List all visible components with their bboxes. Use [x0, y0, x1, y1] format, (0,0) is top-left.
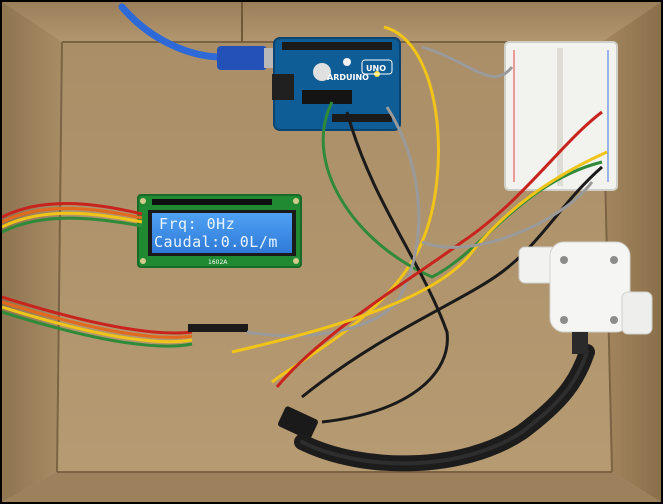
lcd-line-2: Caudal:0.0L/m — [154, 233, 278, 251]
wire-red — [275, 110, 603, 388]
lcd-module: Frq: 0Hz Caudal:0.0L/m 1602A — [137, 194, 302, 268]
arduino-brand-label: ARDUINO — [327, 73, 369, 82]
jumper-header — [188, 324, 248, 332]
box-bottom-wall — [2, 472, 661, 502]
box-top-wall — [2, 2, 661, 42]
wire-yellow — [2, 211, 143, 229]
wire-yellow — [2, 305, 193, 344]
lcd-screen — [152, 213, 292, 253]
flow-sensor — [518, 241, 653, 354]
wire-red — [2, 295, 193, 335]
box-left-wall — [2, 2, 62, 502]
wire-gray — [421, 181, 594, 249]
wire-green — [2, 310, 193, 348]
wire-yellow — [231, 150, 608, 354]
breadboard — [504, 41, 618, 191]
wire-black — [321, 111, 449, 424]
usb-cable — [118, 3, 226, 61]
arduino-model-label: UNO — [366, 64, 386, 73]
wire-red — [2, 202, 143, 219]
sensor-connector — [278, 406, 318, 440]
wire-orange — [2, 300, 193, 339]
usb-connector — [217, 46, 267, 70]
wire-black — [301, 165, 603, 399]
wire-gray — [421, 45, 514, 79]
lcd-model-label: 1602A — [208, 259, 228, 266]
arduino-board: ARDUINO UNO — [272, 37, 401, 131]
box-crease — [56, 41, 63, 473]
wire-green — [2, 216, 143, 234]
lcd-line-1: Frq: 0Hz — [159, 215, 235, 233]
wire-orange — [2, 206, 143, 224]
